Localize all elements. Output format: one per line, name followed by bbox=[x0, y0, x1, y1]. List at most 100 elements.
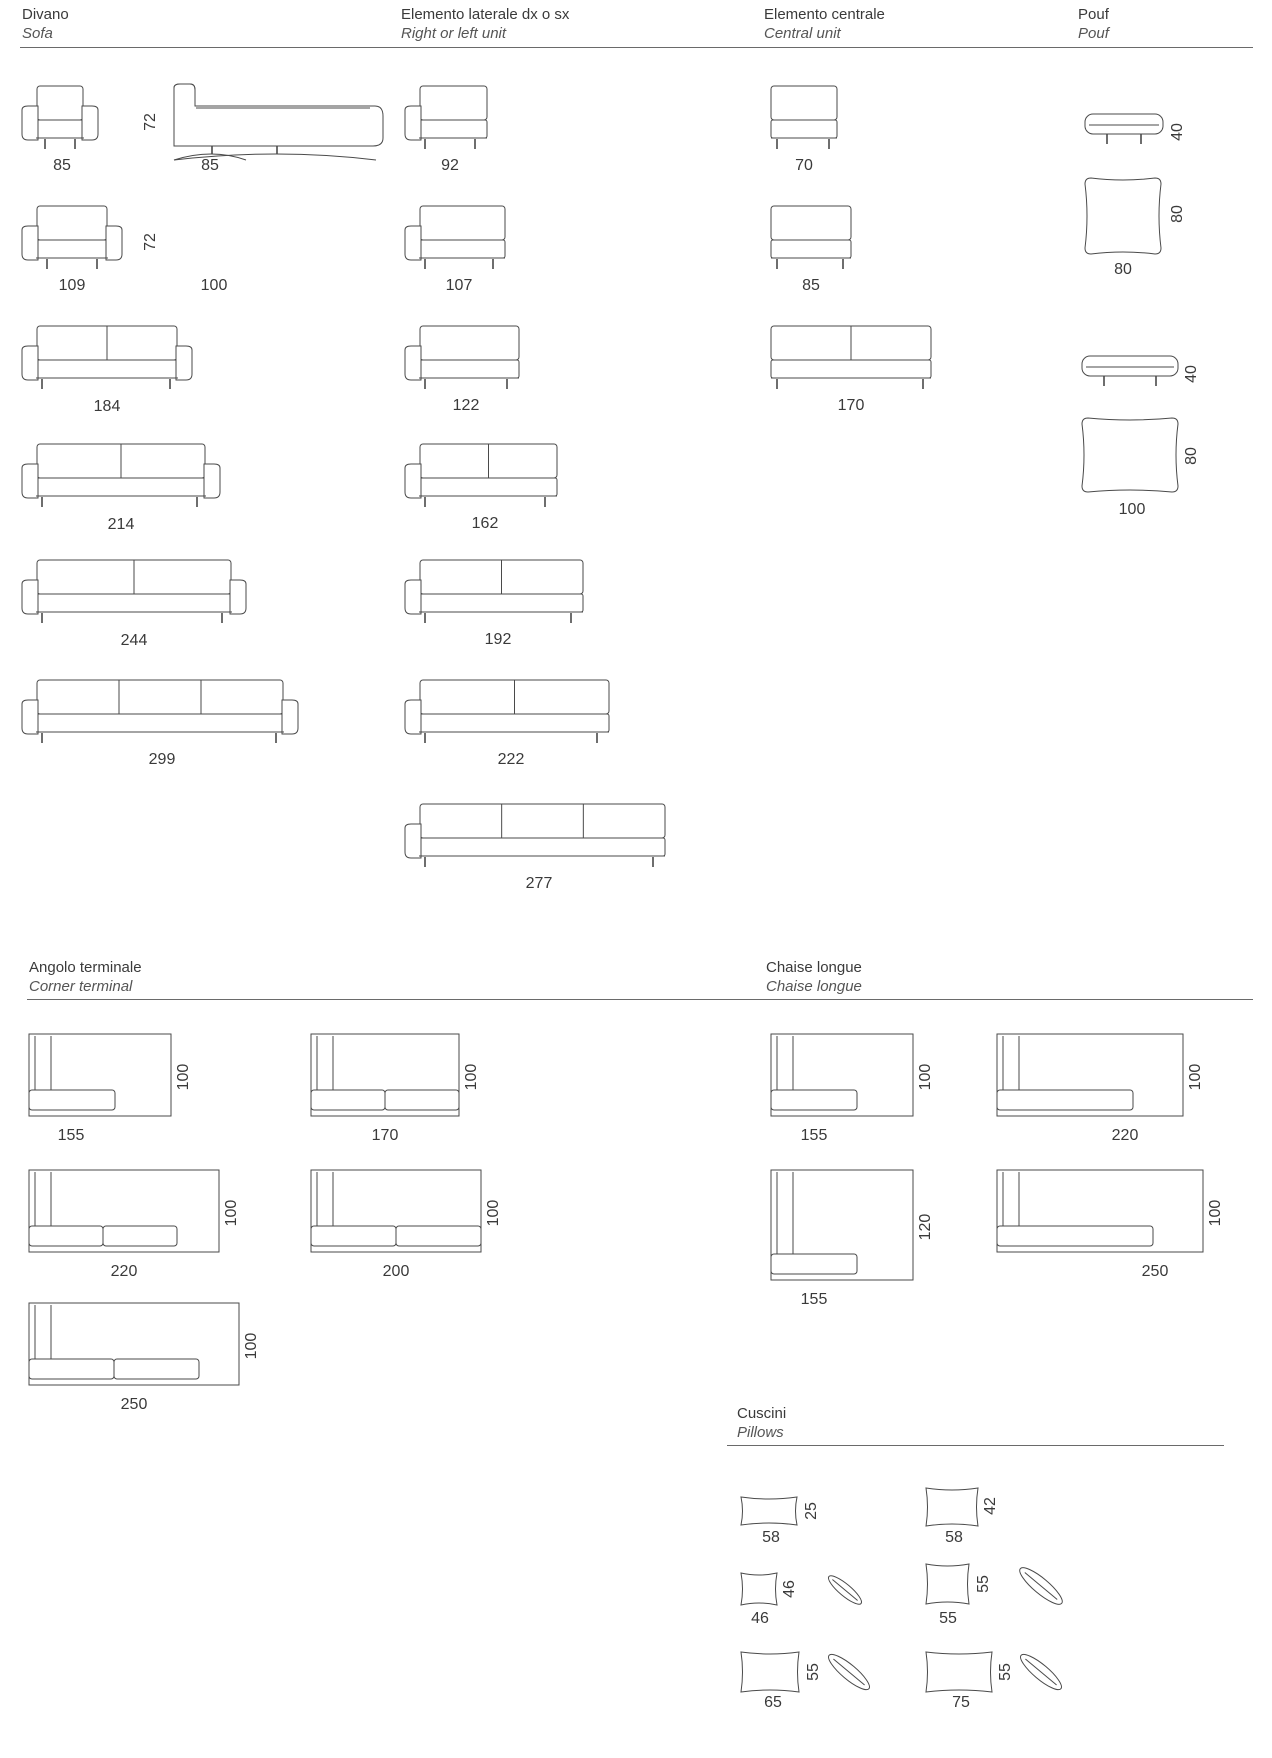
side-unit-front-view: 162 bbox=[404, 443, 558, 532]
seat-cushion bbox=[36, 119, 84, 139]
section-pouf-heading: Pouf Pouf bbox=[1078, 5, 1109, 43]
backrest bbox=[419, 205, 506, 241]
dimension-label: 85 bbox=[802, 277, 820, 294]
side-unit-front-view: 222 bbox=[404, 679, 610, 768]
backrest bbox=[36, 85, 84, 121]
dimension-label: 92 bbox=[441, 157, 459, 174]
seat-cushion bbox=[36, 713, 284, 733]
left-arm bbox=[21, 699, 39, 735]
dimension-label: 80 bbox=[1169, 205, 1186, 223]
section-subtitle: Pouf bbox=[1078, 25, 1109, 42]
central-unit-front-view: 70 bbox=[770, 85, 838, 174]
side-unit-front-view: 122 bbox=[404, 325, 520, 414]
plan-view: 100 220 bbox=[996, 1033, 1204, 1144]
backrest bbox=[770, 85, 838, 121]
pouf-side-view: 40 bbox=[1081, 355, 1200, 386]
seat-cushion bbox=[28, 1089, 116, 1111]
sofa-front-view: 85 bbox=[21, 85, 99, 174]
dimension-label: 109 bbox=[59, 277, 86, 294]
section-divider-pillows bbox=[727, 1445, 1224, 1446]
seat-cushion bbox=[996, 1089, 1134, 1111]
dimension-label: 42 bbox=[982, 1497, 999, 1515]
backrest bbox=[419, 803, 666, 839]
section-divider-top bbox=[20, 47, 1253, 48]
pillow-front-view: 58 25 bbox=[740, 1496, 820, 1546]
arm bbox=[404, 579, 422, 615]
dimension-label: 244 bbox=[121, 632, 148, 649]
seat-cushion bbox=[384, 1089, 460, 1111]
section-title: Divano bbox=[22, 6, 69, 23]
section-title: Elemento centrale bbox=[764, 6, 885, 23]
backrest bbox=[36, 205, 108, 241]
pillow-outline bbox=[925, 1563, 970, 1605]
arm bbox=[404, 105, 422, 141]
backrest bbox=[770, 205, 852, 241]
section-divider-middle bbox=[27, 999, 1253, 1000]
dimension-label: 100 bbox=[1207, 1200, 1224, 1227]
section-corner-terminal-heading: Angolo terminale Corner terminal bbox=[29, 958, 142, 996]
pouf-body bbox=[1084, 113, 1164, 135]
seat-cushion bbox=[419, 593, 584, 613]
left-arm bbox=[21, 345, 39, 381]
dimension-label: 155 bbox=[801, 1291, 828, 1308]
dimension-label: 70 bbox=[795, 157, 813, 174]
dimension-label: 55 bbox=[805, 1663, 822, 1681]
seat-cushion bbox=[395, 1225, 482, 1247]
section-title: Angolo terminale bbox=[29, 959, 142, 976]
section-subtitle: Chaise longue bbox=[766, 978, 862, 995]
section-subtitle: Pillows bbox=[737, 1424, 784, 1441]
dimension-label: 120 bbox=[917, 1214, 934, 1241]
sofa-front-view: 299 bbox=[21, 679, 299, 768]
pouf-outline bbox=[1084, 177, 1162, 255]
pouf-body bbox=[1081, 355, 1179, 377]
section-subtitle: Central unit bbox=[764, 25, 841, 42]
dimension-label: 75 bbox=[952, 1694, 970, 1711]
dimension-label: 40 bbox=[1183, 365, 1200, 383]
dimension-label: 55 bbox=[975, 1575, 992, 1593]
dimension-label: 100 bbox=[485, 1200, 502, 1227]
seat-cushion bbox=[36, 477, 206, 497]
right-arm bbox=[281, 699, 299, 735]
dimension-label: 100 bbox=[1187, 1064, 1204, 1091]
arm bbox=[404, 225, 422, 261]
dimension-label: 170 bbox=[838, 397, 865, 414]
dimension-label: 122 bbox=[453, 397, 480, 414]
pillow-side-view bbox=[1019, 1567, 1063, 1605]
left-arm bbox=[21, 105, 39, 141]
arm bbox=[404, 463, 422, 499]
seat-cushion bbox=[419, 359, 520, 379]
pillow-side-view bbox=[827, 1575, 863, 1605]
dimension-label: 72 bbox=[142, 113, 159, 131]
dimension-label: 100 bbox=[223, 1200, 240, 1227]
right-arm bbox=[229, 579, 247, 615]
dimension-label: 58 bbox=[762, 1529, 780, 1546]
section-chaise-longue-heading: Chaise longue Chaise longue bbox=[766, 958, 862, 996]
pillow-side-seam bbox=[1024, 1572, 1058, 1600]
pillow-outline bbox=[740, 1496, 798, 1526]
left-arm bbox=[21, 225, 39, 261]
seat-cushion bbox=[419, 713, 610, 733]
section-title: Pouf bbox=[1078, 6, 1109, 23]
backrest bbox=[36, 679, 284, 715]
dimension-label: 25 bbox=[803, 1502, 820, 1520]
seat-cushion bbox=[28, 1358, 115, 1380]
seat-cushion bbox=[419, 119, 488, 139]
dimension-label: 220 bbox=[1112, 1127, 1139, 1144]
seat-cushion bbox=[419, 239, 506, 259]
dimension-label: 222 bbox=[498, 751, 525, 768]
seat-cushion bbox=[102, 1225, 178, 1247]
dimension-label: 100 bbox=[463, 1064, 480, 1091]
section-central-unit-heading: Elemento centrale Central unit bbox=[764, 5, 885, 43]
section-subtitle: Corner terminal bbox=[29, 978, 133, 995]
seat-cushion bbox=[310, 1225, 397, 1247]
